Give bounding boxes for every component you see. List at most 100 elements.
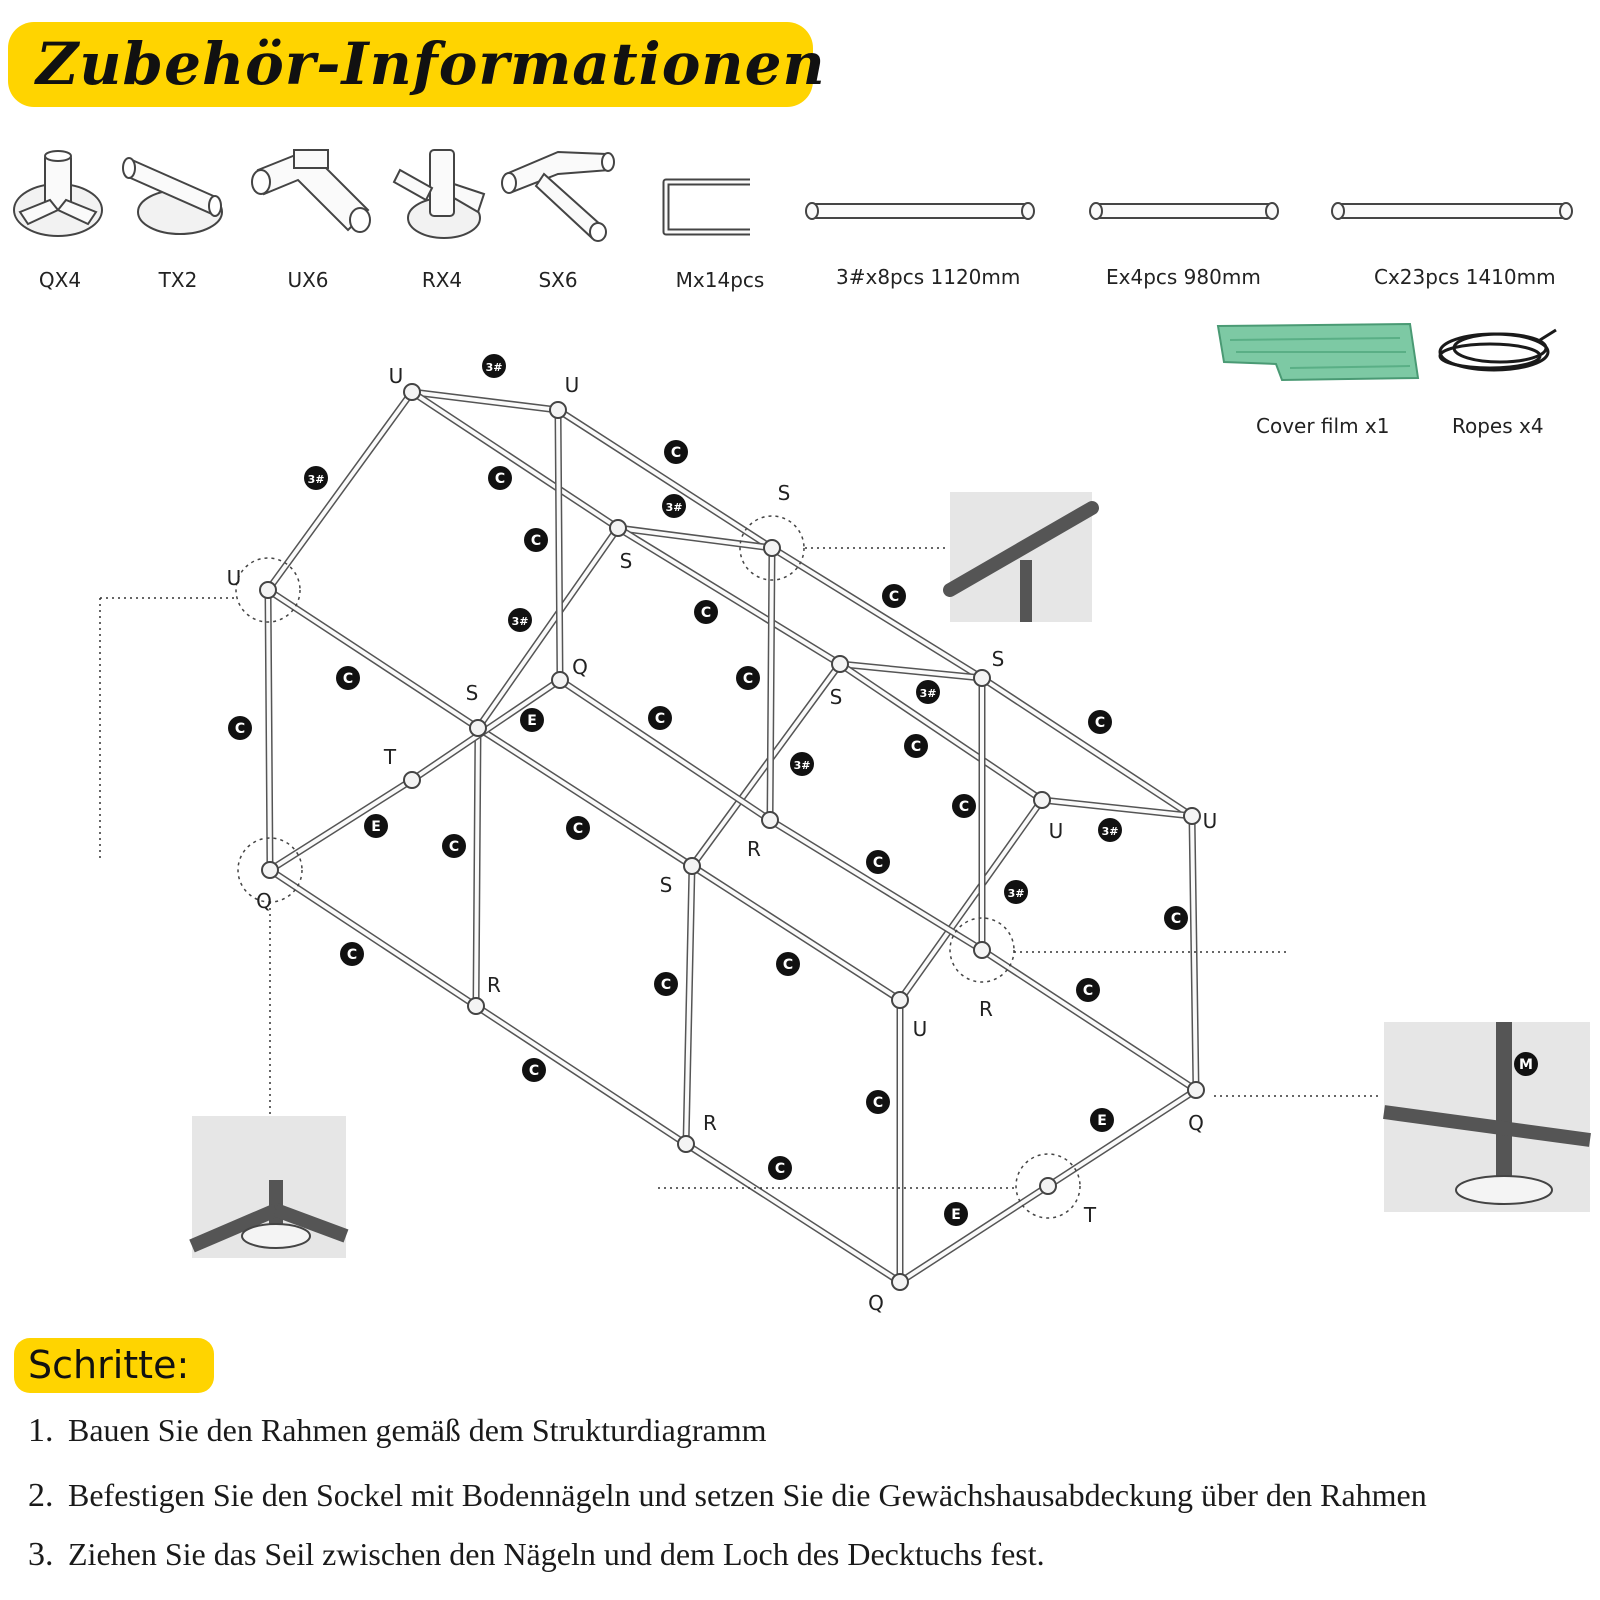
- badge-c: [1088, 710, 1112, 734]
- part-t: TX2: [118, 140, 238, 300]
- joint-u2: [549, 401, 567, 419]
- badge-e: [364, 814, 388, 838]
- badge-c-text: C: [573, 821, 583, 837]
- frame-pole-inner: [410, 390, 620, 530]
- r-connector-icon: [392, 149, 486, 239]
- badge-c-text: C: [531, 533, 541, 549]
- badge-m: [1514, 1052, 1538, 1076]
- label-s: S: [830, 685, 843, 709]
- badge-c: [340, 942, 364, 966]
- q-connector-icon: [13, 150, 103, 237]
- label-s: S: [660, 873, 673, 897]
- page-title: Zubehör-Informationen: [36, 30, 826, 98]
- label-t: T: [383, 745, 397, 769]
- label-q: Q: [572, 655, 588, 679]
- part-label-t: TX2: [158, 268, 198, 292]
- label-s: S: [778, 481, 791, 505]
- badge-c: [776, 952, 800, 976]
- frame-pole-inner: [266, 588, 272, 872]
- ground-nail-icon: [662, 178, 750, 236]
- frame-pole-inner: [616, 526, 774, 550]
- frame-pole-inner: [410, 390, 560, 412]
- frame-pole-inner: [558, 678, 772, 822]
- label-u: U: [913, 1017, 928, 1041]
- frame-pole-inner: [474, 1004, 688, 1146]
- pole-label-3: 3#x8pcs 1120mm: [836, 265, 1021, 289]
- badge-3: [1098, 818, 1122, 842]
- badge-e: [1090, 1108, 1114, 1132]
- badge-c-text: C: [449, 839, 459, 855]
- label-s: S: [466, 681, 479, 705]
- joint-q1: [551, 671, 569, 689]
- joint-r1: [761, 811, 779, 829]
- highlight-circle: [235, 557, 301, 623]
- badge-c-text: C: [235, 721, 245, 737]
- badge-e: [944, 1202, 968, 1226]
- part-label-r: RX4: [421, 268, 463, 292]
- badge-c: [882, 584, 906, 608]
- joint-s3: [469, 719, 487, 737]
- frame-pole-inner: [1040, 798, 1194, 818]
- badge-3-text: 3#: [512, 615, 529, 628]
- highlight-circle: [949, 917, 1015, 983]
- frame-pole-inner: [684, 1142, 902, 1284]
- frame-pole-inner: [266, 588, 480, 730]
- label-u: U: [1049, 819, 1064, 843]
- badge-3: [1004, 880, 1028, 904]
- label-u: U: [227, 566, 242, 590]
- step-number: 2.: [28, 1477, 54, 1514]
- badge-c-text: C: [959, 799, 969, 815]
- badge-m-text: M: [1519, 1057, 1533, 1073]
- frame-pole-inner: [980, 676, 1194, 818]
- frame-pole-inner: [476, 726, 694, 868]
- part-label-s: SX6: [538, 268, 578, 292]
- inset-pole: [189, 1203, 279, 1253]
- step-number: 3.: [28, 1536, 54, 1573]
- frame-pole-inner: [474, 726, 480, 1008]
- step-3: 3. Ziehen Sie das Seil zwischen den Nägel…: [28, 1536, 1045, 1574]
- badge-c-text: C: [775, 1161, 785, 1177]
- joint-u5: [1183, 807, 1201, 825]
- badge-c-text: C: [873, 1095, 883, 1111]
- joint-s6: [683, 857, 701, 875]
- frame-pole-inner: [838, 662, 1044, 802]
- frame-pole-inner: [898, 1184, 1050, 1284]
- badge-c-text: C: [655, 711, 665, 727]
- label-t: T: [1083, 1203, 1097, 1227]
- label-s: S: [992, 647, 1005, 671]
- badge-c-text: C: [661, 977, 671, 993]
- inset-pole: [273, 1203, 349, 1243]
- joint-r4: [677, 1135, 695, 1153]
- inset-base: [241, 1223, 311, 1249]
- frame-pole-inner: [476, 526, 620, 730]
- frame-pole-inner: [690, 662, 842, 868]
- frame-pole-inner: [838, 662, 984, 680]
- cover-film-icon: [1216, 322, 1420, 382]
- label-s: S: [620, 549, 633, 573]
- badge-c-text: C: [1083, 983, 1093, 999]
- badge-c: [566, 816, 590, 840]
- frame-pole-inner: [690, 864, 902, 1002]
- badge-c-text: C: [347, 947, 357, 963]
- badge-c-text: C: [529, 1063, 539, 1079]
- joint-t1: [403, 771, 421, 789]
- badge-c-text: C: [671, 445, 681, 461]
- frame-pole-inner: [768, 546, 774, 822]
- frame-pole-inner: [898, 798, 1044, 1002]
- joint-u6: [891, 991, 909, 1009]
- joint-s4: [831, 655, 849, 673]
- badge-c: [768, 1156, 792, 1180]
- badge-c: [654, 972, 678, 996]
- inset-base: [1455, 1175, 1553, 1205]
- frame-pole-inner: [556, 408, 774, 550]
- step-text: Ziehen Sie das Seil zwischen den Nägeln …: [68, 1536, 1045, 1572]
- label-q: Q: [868, 1291, 884, 1315]
- badge-3-text: 3#: [308, 473, 325, 486]
- badge-c: [952, 794, 976, 818]
- badge-c-text: C: [1171, 911, 1181, 927]
- joint-q2: [261, 861, 279, 879]
- joint-t2: [1039, 1177, 1057, 1195]
- joint-s1: [609, 519, 627, 537]
- pole-e-icon: [1089, 202, 1279, 220]
